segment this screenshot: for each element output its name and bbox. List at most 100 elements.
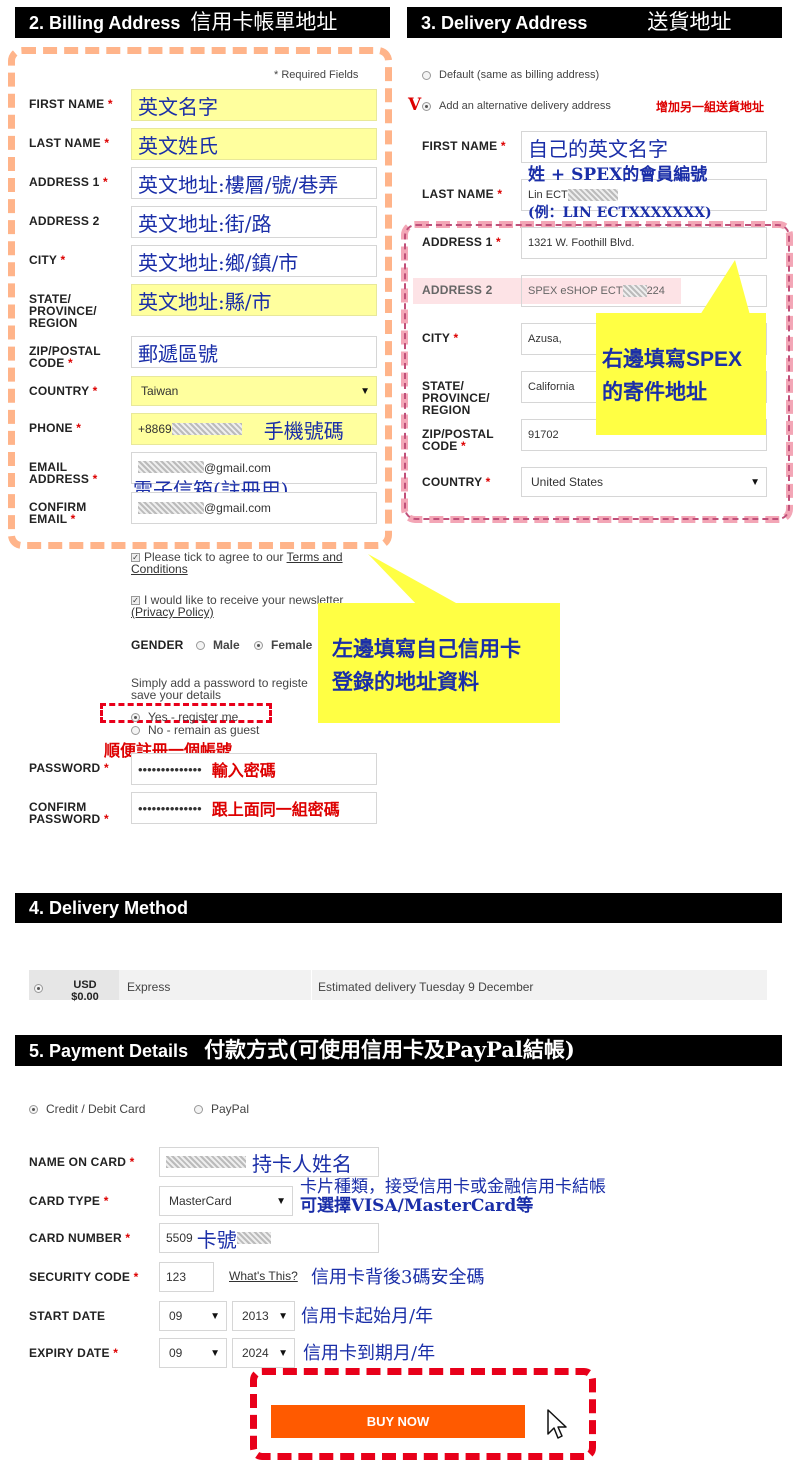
input-value: Lin ECT bbox=[528, 189, 568, 201]
terms-checkbox[interactable]: ✓ bbox=[131, 553, 140, 563]
chevron-down-icon: ▼ bbox=[360, 385, 370, 397]
radio-selected-icon[interactable] bbox=[34, 984, 43, 994]
delivery-method-radio[interactable] bbox=[34, 980, 51, 998]
delivery-last-name-label: LAST NAME * bbox=[422, 187, 503, 201]
terms-link[interactable]: Terms and bbox=[286, 550, 343, 564]
delivery-city-label: CITY * bbox=[422, 331, 459, 345]
privacy-policy-link[interactable]: (Privacy Policy) bbox=[131, 605, 214, 619]
delivery-first-name-input[interactable]: 自己的英文名字 bbox=[521, 131, 767, 163]
chevron-down-icon: ▼ bbox=[750, 476, 760, 488]
select-value: MasterCard bbox=[169, 1194, 232, 1208]
billing-confirm-email-input[interactable]: @gmail.com bbox=[131, 492, 377, 524]
radio-icon[interactable] bbox=[131, 726, 140, 736]
start-month-select[interactable]: 09▼ bbox=[159, 1301, 227, 1331]
card-name-input[interactable]: 持卡人姓名 bbox=[159, 1147, 379, 1177]
confirm-password-label: CONFIRM PASSWORD * bbox=[29, 800, 109, 826]
newsletter-checkbox-row[interactable]: ✓I would like to receive your newsletter… bbox=[131, 594, 381, 618]
register-yes-option[interactable]: Yes - register me bbox=[131, 710, 238, 724]
card-type-annotation: 卡片種類，接受信用卡或金融信用卡結帳 可選擇VISA/MasterCard等 bbox=[300, 1178, 606, 1216]
delivery-highlight-frame-inner bbox=[404, 224, 790, 520]
card-type-select[interactable]: MasterCard▼ bbox=[159, 1186, 293, 1216]
billing-country-select[interactable]: Taiwan▼ bbox=[131, 376, 377, 406]
delivery-method-name: Express bbox=[127, 980, 171, 994]
payment-card-option[interactable]: Credit / Debit Card bbox=[29, 1102, 145, 1116]
radio-icon[interactable] bbox=[194, 1105, 203, 1115]
password-label: PASSWORD * bbox=[29, 761, 109, 775]
select-value: 09 bbox=[169, 1309, 183, 1323]
password-annotation: 輸入密碼 bbox=[211, 761, 276, 780]
redacted-mark bbox=[166, 1156, 246, 1168]
confirm-password-input[interactable]: •••••••••••••• 跟上面同一組密碼 bbox=[131, 792, 377, 824]
radio-selected-icon[interactable] bbox=[131, 713, 140, 723]
last-name-example: (例：LIN ECTXXXXXXX) bbox=[528, 205, 712, 221]
gender-female-option[interactable]: Female bbox=[254, 638, 312, 652]
billing-city-label: CITY * bbox=[29, 253, 66, 267]
expiry-month-select[interactable]: 09▼ bbox=[159, 1338, 227, 1368]
radio-selected-icon[interactable] bbox=[422, 101, 431, 111]
newsletter-checkbox[interactable]: ✓ bbox=[131, 596, 140, 606]
billing-address1-label: ADDRESS 1 * bbox=[29, 175, 108, 189]
label-text: SECURITY CODE bbox=[29, 1270, 131, 1284]
billing-state-label: STATE/ PROVINCE/ REGION bbox=[29, 293, 97, 329]
billing-email-input[interactable]: @gmail.com bbox=[131, 452, 377, 484]
billing-address1-input[interactable]: 英文地址:樓層/號/巷弄 bbox=[131, 167, 377, 199]
billing-city-input[interactable]: 英文地址:鄉/鎮/市 bbox=[131, 245, 377, 277]
billing-first-name-input[interactable]: 英文名字 bbox=[131, 89, 377, 121]
payment-paypal-option[interactable]: PayPal bbox=[194, 1102, 249, 1116]
callout-line: 的寄件地址 bbox=[602, 381, 707, 404]
register-no-option[interactable]: No - remain as guest bbox=[131, 723, 259, 737]
delivery-last-name-input[interactable]: Lin ECT bbox=[521, 179, 767, 211]
divider bbox=[311, 970, 312, 1000]
radio-selected-icon[interactable] bbox=[29, 1105, 38, 1115]
radio-icon[interactable] bbox=[422, 70, 431, 80]
redacted-mark bbox=[138, 502, 204, 514]
terms-checkbox-row[interactable]: ✓Please tick to agree to our Terms and C… bbox=[131, 551, 381, 575]
conditions-link[interactable]: Conditions bbox=[131, 562, 188, 576]
delivery-method-price: USD $0.00 bbox=[60, 979, 110, 1003]
register-highlight-frame bbox=[100, 703, 272, 723]
delivery-country-select[interactable]: United States▼ bbox=[521, 467, 767, 497]
input-value: 自己的英文名字 bbox=[528, 136, 668, 161]
buy-now-button[interactable]: BUY NOW bbox=[271, 1405, 525, 1438]
password-input[interactable]: ••••••••••••••輸入密碼 bbox=[131, 753, 377, 785]
expiry-date-label: EXPIRY DATE * bbox=[29, 1346, 119, 1360]
radio-icon[interactable] bbox=[196, 641, 205, 651]
whats-this-link[interactable]: What's This? bbox=[229, 1269, 298, 1283]
gender-male-option[interactable]: Male bbox=[196, 638, 240, 652]
security-code-annotation: 信用卡背後3碼安全碼 bbox=[311, 1267, 485, 1288]
delivery-method-row[interactable] bbox=[29, 970, 767, 1000]
radio-selected-icon[interactable] bbox=[254, 641, 263, 651]
billing-zip-label: ZIP/POSTAL CODE * bbox=[29, 344, 101, 370]
billing-address2-input[interactable]: 英文地址:街/路 bbox=[131, 206, 377, 238]
label-line: PROVINCE/ bbox=[422, 391, 490, 405]
confirm-password-annotation: 跟上面同一組密碼 bbox=[211, 800, 340, 819]
security-code-input[interactable]: 123 bbox=[159, 1262, 214, 1292]
billing-state-input[interactable]: 英文地址:縣/市 bbox=[131, 284, 377, 316]
card-name-label: NAME ON CARD * bbox=[29, 1155, 135, 1169]
billing-zip-input[interactable]: 郵遞區號 bbox=[131, 336, 377, 368]
delivery-alt-annotation: 增加另一組送貨地址 bbox=[656, 100, 765, 114]
label-text: PHONE bbox=[29, 421, 73, 435]
input-value: California bbox=[528, 381, 575, 393]
select-value: 09 bbox=[169, 1346, 183, 1360]
security-code-label: SECURITY CODE * bbox=[29, 1270, 139, 1284]
start-year-select[interactable]: 2013▼ bbox=[232, 1301, 295, 1331]
input-value: •••••••••••••• bbox=[138, 800, 202, 816]
label-text: COUNTRY bbox=[422, 475, 483, 489]
expiry-year-select[interactable]: 2024▼ bbox=[232, 1338, 295, 1368]
right-callout: 右邊填寫SPEX 的寄件地址 bbox=[596, 313, 766, 435]
mouse-cursor-icon bbox=[547, 1409, 567, 1439]
delivery-alternative-option[interactable]: Add an alternative delivery address bbox=[422, 100, 611, 112]
billing-country-label: COUNTRY * bbox=[29, 384, 98, 398]
billing-last-name-input[interactable]: 英文姓氏 bbox=[131, 128, 377, 160]
delivery-address1-input[interactable]: 1321 W. Foothill Blvd. bbox=[521, 227, 767, 259]
required-fields-note: * Required Fields bbox=[274, 69, 359, 81]
input-value: 91702 bbox=[528, 429, 559, 441]
delivery-default-option[interactable]: Default (same as billing address) bbox=[422, 69, 599, 81]
phone-annotation: 手機號碼 bbox=[263, 418, 344, 443]
